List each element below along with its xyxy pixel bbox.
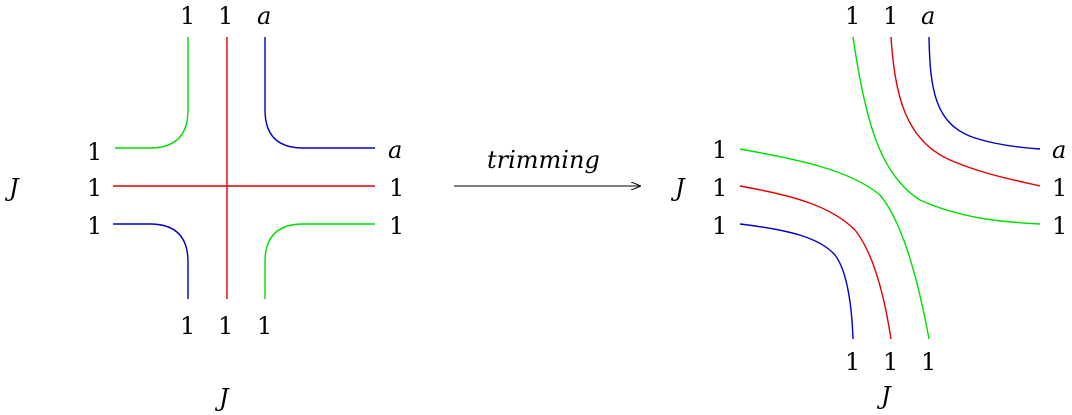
right-green-cross-strand — [739, 148, 930, 340]
left-green-bottom-strand — [264, 223, 375, 299]
right-red-bottom-strand — [739, 185, 892, 340]
left-bottom-label-1: 1 — [180, 312, 195, 340]
left-blue-bottom-strand — [113, 223, 189, 299]
right-bottom-label-3: 1 — [921, 348, 936, 376]
left-right-label-3: 1 — [389, 212, 404, 240]
left-top-label-1: 1 — [180, 2, 195, 30]
left-top-label-2: 1 — [218, 2, 233, 30]
right-red-top-strand — [890, 36, 1041, 187]
right-left-label-3: 1 — [712, 212, 727, 240]
left-side-label: J — [4, 174, 20, 202]
left-diagram: 1 1 a 1 1 1 a 1 1 1 1 1 J J — [4, 2, 404, 412]
left-right-label-1: a — [388, 136, 402, 164]
right-blue-top-strand — [928, 36, 1041, 150]
left-left-label-3: 1 — [87, 212, 102, 240]
left-blue-top-strand — [264, 37, 375, 149]
right-top-label-3: a — [921, 2, 935, 30]
left-left-label-1: 1 — [87, 138, 102, 166]
right-bottom-label-1: 1 — [845, 348, 860, 376]
left-bottom-j-label: J — [214, 384, 230, 412]
left-bottom-label-3: 1 — [257, 312, 272, 340]
left-top-label-3: a — [257, 2, 271, 30]
right-right-label-3: 1 — [1052, 212, 1067, 240]
right-blue-bottom-strand — [739, 223, 854, 340]
trimming-arrow: trimming — [454, 146, 640, 186]
left-bottom-label-2: 1 — [218, 312, 233, 340]
left-green-top-strand — [115, 37, 189, 149]
right-right-label-1: a — [1052, 136, 1066, 164]
right-green-long-strand — [852, 36, 1041, 225]
right-top-label-2: 1 — [883, 2, 898, 30]
right-side-label: J — [670, 174, 686, 202]
right-bottom-label-2: 1 — [883, 348, 898, 376]
left-left-label-2: 1 — [87, 174, 102, 202]
trimming-label: trimming — [487, 146, 600, 174]
right-bottom-j-label: J — [876, 382, 892, 410]
right-diagram: 1 1 a 1 1 1 a 1 1 1 1 1 J J — [670, 2, 1067, 410]
right-left-label-1: 1 — [712, 136, 727, 164]
right-right-label-2: 1 — [1052, 174, 1067, 202]
left-right-label-2: 1 — [389, 174, 404, 202]
right-top-label-1: 1 — [845, 2, 860, 30]
right-left-label-2: 1 — [712, 174, 727, 202]
